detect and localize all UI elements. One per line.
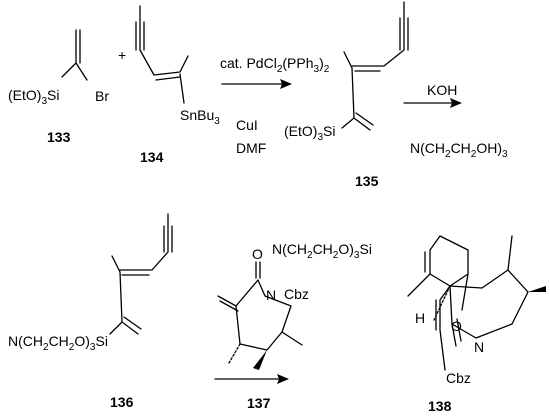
c137-protecting-group: Cbz: [284, 286, 309, 302]
compound-137: O N Cbz 137: [217, 246, 309, 411]
step-1: cat. PdCl2(PPh3)2 CuI DMF: [220, 55, 330, 156]
step1-solvent: DMF: [236, 140, 266, 156]
c138-protecting-group: Cbz: [446, 370, 471, 386]
c138-wedge: [528, 286, 546, 292]
c138-substituent: N(CH2CH2O)3Si: [272, 241, 372, 261]
compound-138: N(CH2CH2O)3Si H O N Cbz 138: [272, 235, 546, 414]
step1-cui: CuI: [236, 117, 258, 133]
c138-carbonyl-oxygen: O: [451, 318, 462, 334]
step2-amine: N(CH2CH2OH)3: [410, 140, 508, 160]
c135-bonds: [341, 1, 409, 131]
c137-ring: [235, 279, 292, 351]
c137-nitrogen: N: [266, 287, 276, 303]
c137-hash: [228, 343, 241, 364]
c133-substituent: (EtO)3Si: [8, 87, 59, 107]
c135-number: 135: [355, 173, 379, 189]
c134-bonds: [135, 5, 189, 104]
c133-number: 133: [47, 129, 71, 145]
step1-arrowhead: [280, 79, 292, 89]
c138-hydrogen: H: [415, 310, 425, 326]
c136-number: 136: [110, 394, 134, 410]
c137-substituents: [217, 261, 303, 346]
c138-number: 138: [428, 398, 452, 414]
c133-bonds: [61, 29, 88, 81]
compound-135: (EtO)3Si 135: [284, 1, 409, 189]
plus-sign: +: [118, 47, 126, 63]
c137-wedge: [253, 350, 267, 370]
c134-number: 134: [140, 149, 164, 165]
c138-azepane: [449, 269, 529, 339]
c133-bromine: Br: [95, 88, 109, 104]
compound-134: SnBu3 134: [135, 5, 220, 165]
c134-stannane: SnBu3: [180, 107, 220, 127]
c137-carbonyl-oxygen: O: [252, 246, 263, 262]
compound-133: (EtO)3Si Br 133: [8, 29, 109, 145]
step-2: KOH N(CH2CH2OH)3: [403, 82, 508, 160]
step3-arrowhead: [277, 374, 289, 384]
c136-bonds: [109, 213, 173, 335]
compound-136: N(CH2CH2O)3Si 136: [8, 213, 173, 410]
c136-substituent: N(CH2CH2O)3Si: [8, 333, 108, 353]
step2-base: KOH: [427, 82, 457, 98]
c138-nitrogen: N: [474, 339, 484, 355]
c138-substituents: [407, 235, 513, 371]
c137-number: 137: [247, 395, 271, 411]
step2-arrowhead: [450, 98, 462, 108]
c135-substituent: (EtO)3Si: [284, 123, 335, 143]
step1-catalyst: cat. PdCl2(PPh3)2: [220, 55, 330, 75]
c138-cyclohexene: [429, 235, 469, 287]
c138-hash: [433, 285, 451, 321]
